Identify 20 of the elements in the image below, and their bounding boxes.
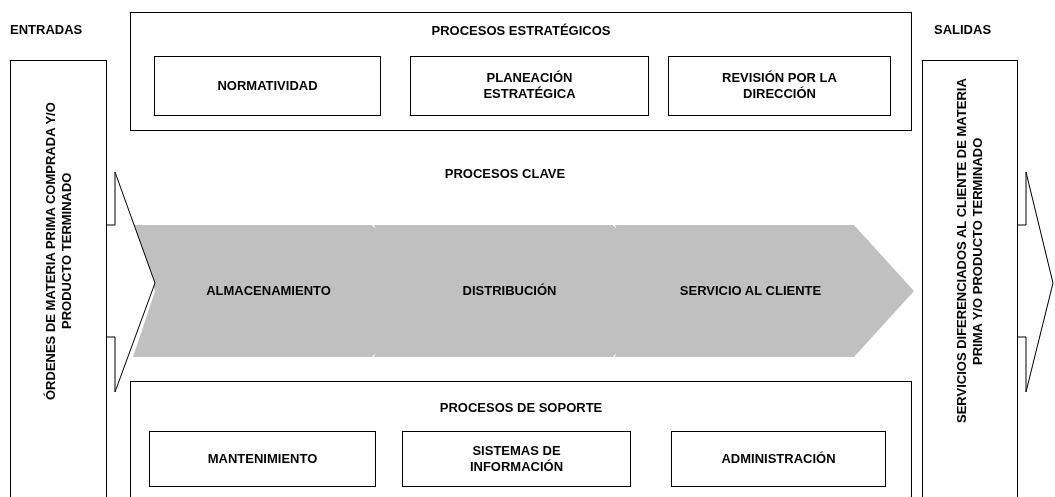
process-box: REVISIÓN POR LA DIRECCIÓN (668, 56, 891, 116)
process-label: ALMACENAMIENTO (205, 283, 332, 299)
process-group-box (130, 381, 912, 497)
block-arrow (106, 171, 156, 393)
group-heading: PROCESOS ESTRATÉGICOS (431, 23, 611, 38)
section-label: PROCESOS CLAVE (444, 166, 566, 181)
process-group-box (130, 12, 912, 131)
column-heading: SALIDAS (934, 22, 992, 37)
process-label: DISTRIBUCIÓN (461, 283, 558, 299)
column-heading: ENTRADAS (10, 22, 83, 37)
process-box: PLANEACIÓN ESTRATÉGICA (410, 56, 649, 116)
process-box: SISTEMAS DE INFORMACIÓN (402, 431, 631, 487)
process-label: SERVICIO AL CLIENTE (678, 283, 823, 299)
group-heading: PROCESOS DE SOPORTE (439, 400, 603, 415)
vertical-text: ÓRDENES DE MATERIA PRIMA COMPRADA Y/O PRODUCTO TERMINADO (42, 101, 75, 402)
block-arrow (1017, 171, 1054, 393)
process-box: MANTENIMIENTO (149, 431, 376, 487)
vertical-text: SERVICIOS DIFERENCIADOS AL CLIENTE DE MATERIA PRIMA Y/O PRODUCTO TERMINADO (954, 77, 986, 426)
process-box: NORMATIVIDAD (154, 56, 381, 116)
process-box: ADMINISTRACIÓN (671, 431, 886, 487)
